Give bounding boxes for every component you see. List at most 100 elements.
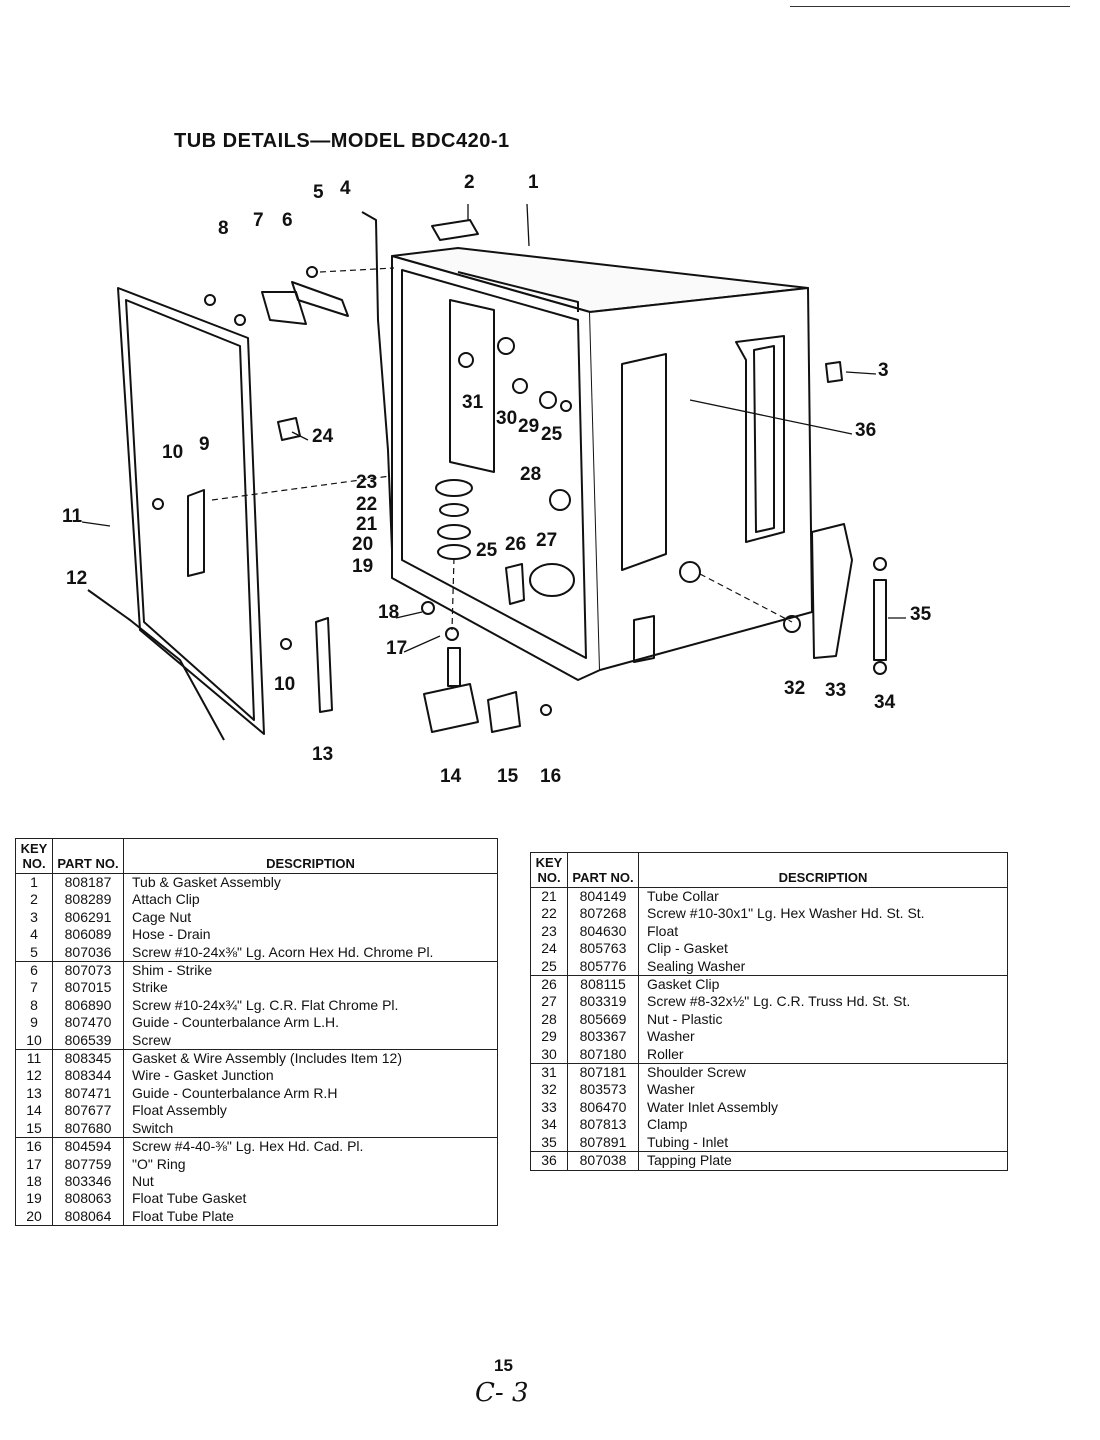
description-cell: Screw #10-24x⅜" Lg. Acorn Hex Hd. Chrome… <box>123 943 498 962</box>
part-number-cell: 807680 <box>52 1119 124 1138</box>
key-cell: 13 <box>15 1084 53 1103</box>
col-key-header: KEY NO. <box>15 838 53 874</box>
part-number-cell: 808187 <box>52 873 124 892</box>
door-panel <box>117 287 265 735</box>
key-cell: 3 <box>15 908 53 927</box>
part-number-cell: 804594 <box>52 1137 124 1156</box>
part-number-cell: 806890 <box>52 996 124 1015</box>
description-cell: Float <box>638 922 1008 941</box>
key-cell: 26 <box>530 975 568 994</box>
part-number-cell: 807677 <box>52 1102 124 1120</box>
description-cell: Roller <box>638 1045 1008 1064</box>
tub-side <box>589 287 813 671</box>
key-cell: 10 <box>15 1031 53 1050</box>
callout-label: 19 <box>352 556 373 577</box>
description-cell: Switch <box>123 1119 498 1138</box>
drain-hose <box>361 211 393 551</box>
description-cell: Screw #8-32x½" Lg. C.R. Truss Hd. St. St… <box>638 993 1008 1011</box>
description-cell: Tapping Plate <box>638 1151 1008 1171</box>
callout-label: 3 <box>878 360 889 381</box>
col-desc-header: DESCRIPTION <box>638 852 1008 888</box>
callout-label: 33 <box>825 680 846 701</box>
part-number-cell: 807073 <box>52 961 124 980</box>
part-number-cell: 804149 <box>567 887 639 906</box>
description-cell: Clip - Gasket <box>638 940 1008 958</box>
description-cell: Gasket & Wire Assembly (Includes Item 12… <box>123 1049 498 1068</box>
part-number-cell: 805776 <box>567 957 639 976</box>
key-cell: 6 <box>15 961 53 980</box>
col-desc-header: DESCRIPTION <box>123 838 498 874</box>
key-cell: 23 <box>530 922 568 941</box>
callout-label: 15 <box>497 766 519 787</box>
part-number-cell: 807180 <box>567 1045 639 1064</box>
callout-label: 11 <box>62 506 83 527</box>
callout-label: 22 <box>356 494 377 515</box>
page-title: TUB DETAILS—MODEL BDC420-1 <box>174 130 510 152</box>
callout-label: 30 <box>496 408 517 429</box>
description-cell: Wire - Gasket Junction <box>123 1067 498 1085</box>
key-cell: 15 <box>15 1119 53 1138</box>
callout-label: 6 <box>282 210 293 231</box>
key-cell: 31 <box>530 1063 568 1082</box>
callout-label: 13 <box>312 744 333 765</box>
part-number-cell: 807470 <box>52 1014 124 1032</box>
key-cell: 29 <box>530 1028 568 1046</box>
callout-label: 10 <box>162 442 183 463</box>
key-cell: 17 <box>15 1155 53 1173</box>
description-cell: Hose - Drain <box>123 926 498 944</box>
gasket-wire <box>87 589 225 741</box>
part-number-cell: 803346 <box>52 1172 124 1191</box>
callout-label: 25 <box>476 540 498 561</box>
key-cell: 1 <box>15 873 53 892</box>
part-number-cell: 808344 <box>52 1067 124 1085</box>
callout-label: 21 <box>356 514 378 535</box>
handwritten-note: C- 3 <box>475 1378 529 1408</box>
callout-label: 9 <box>199 434 210 455</box>
part-number-cell: 807891 <box>567 1133 639 1152</box>
callout-label: 5 <box>313 182 324 203</box>
callout-label: 10 <box>274 674 295 695</box>
callout-label: 31 <box>462 392 484 413</box>
description-cell: Tube Collar <box>638 887 1008 906</box>
callout-label: 12 <box>66 568 87 589</box>
part-number-cell: 807181 <box>567 1063 639 1082</box>
description-cell: Nut <box>123 1172 498 1191</box>
description-cell: Screw <box>123 1031 498 1050</box>
part-number-cell: 803367 <box>567 1028 639 1046</box>
description-cell: Float Tube Plate <box>123 1207 498 1227</box>
description-cell: Strike <box>123 979 498 997</box>
part-number-cell: 806089 <box>52 926 124 944</box>
part-number-cell: 808289 <box>52 891 124 909</box>
callout-label: 1 <box>528 172 539 193</box>
key-cell: 25 <box>530 957 568 976</box>
description-cell: Guide - Counterbalance Arm L.H. <box>123 1014 498 1032</box>
description-cell: Water Inlet Assembly <box>638 1098 1008 1117</box>
key-cell: 36 <box>530 1151 568 1171</box>
description-cell: Float Assembly <box>123 1102 498 1120</box>
part-number-cell: 808064 <box>52 1207 124 1227</box>
description-cell: Clamp <box>638 1116 1008 1134</box>
callout-label: 29 <box>518 416 539 437</box>
key-cell: 20 <box>15 1207 53 1227</box>
callout-label: 18 <box>378 602 399 623</box>
part-number-cell: 807036 <box>52 943 124 962</box>
callout-label: 32 <box>784 678 805 699</box>
